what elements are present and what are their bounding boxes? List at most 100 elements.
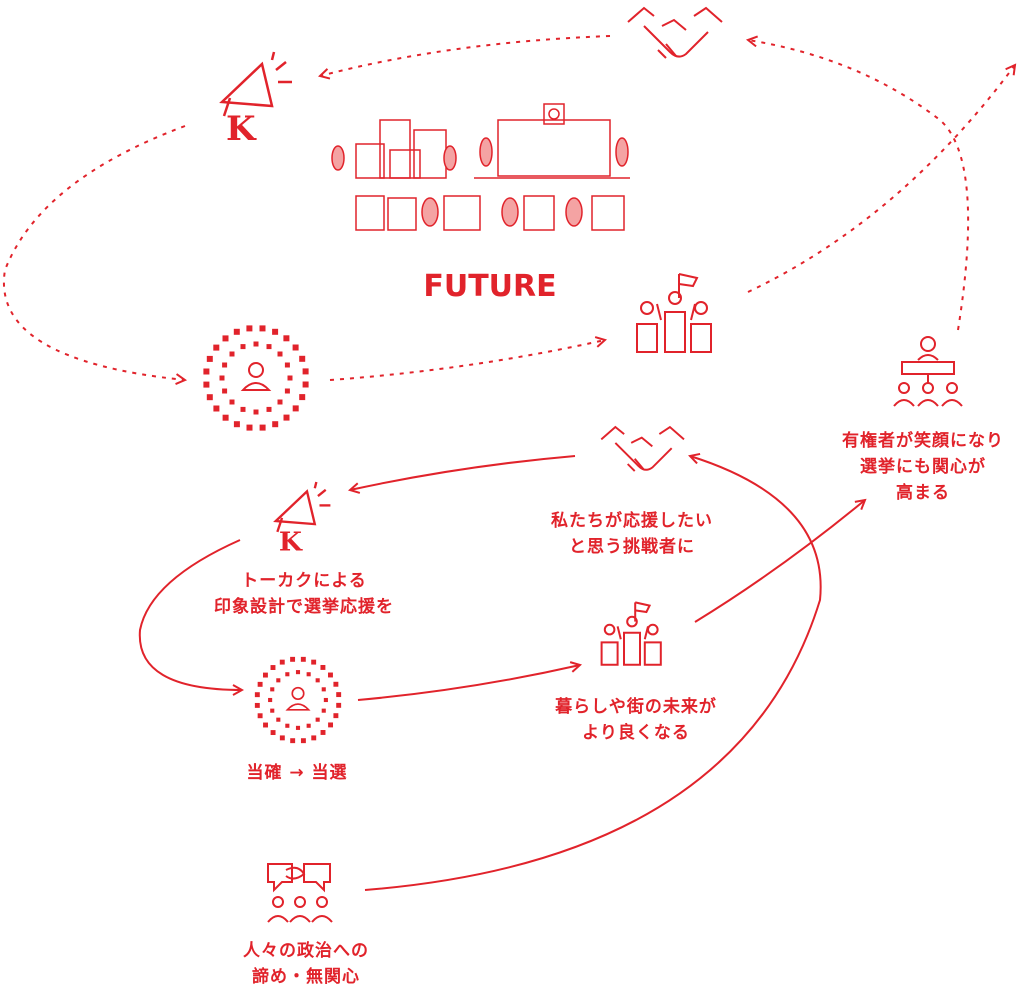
burst-dot (299, 355, 306, 362)
burst-dot (279, 735, 285, 741)
arrow-burst-to-people (357, 665, 580, 701)
burst-dot (259, 325, 266, 332)
burst-dot (336, 702, 342, 708)
burst-dot (292, 344, 299, 351)
burst-dot (257, 713, 263, 719)
burst-dot (302, 381, 309, 388)
burst-dot (222, 414, 229, 421)
burst-dot (306, 672, 311, 677)
burst-dot (246, 424, 253, 431)
burst-dot (213, 344, 220, 351)
burst-dot (315, 717, 320, 722)
burst-dot (203, 368, 210, 375)
burst-dot (266, 344, 272, 350)
burst-dot (300, 656, 306, 662)
burst-dot (276, 678, 281, 683)
burst-dot (266, 406, 272, 412)
label-toukaku-design: トーカクによる 印象設計で選挙応援を (214, 571, 394, 617)
burst-dot (270, 687, 275, 692)
burst-dot (259, 424, 266, 431)
burst-dot (284, 362, 290, 368)
burst-dot (321, 687, 326, 692)
burst-dot (315, 678, 320, 683)
burst-dot (321, 708, 326, 713)
burst-dot (240, 406, 246, 412)
burst-dot (285, 672, 290, 677)
audience-podium-icon (893, 336, 963, 407)
burst-dot (290, 738, 296, 744)
svg-text:K: K (226, 109, 257, 149)
cheering-people-icon (636, 273, 712, 353)
burst-dot (270, 708, 275, 713)
burst-dot (268, 697, 273, 703)
burst-dot (229, 399, 235, 405)
burst-dot (246, 325, 253, 332)
burst-dot (233, 328, 240, 335)
candidate-burst-icon (203, 325, 309, 431)
burst-dot (262, 672, 268, 678)
burst-dot (300, 738, 306, 744)
burst-dot (263, 722, 268, 728)
burst-dot (285, 723, 290, 728)
megaphone-icon: K (219, 51, 292, 149)
arrow-megaphone-to-burst (138, 539, 242, 690)
label-apathy: 人々の政治への 諦め・無関心 (243, 941, 369, 987)
burst-dot (279, 659, 285, 665)
arrow-future-people-to-exit (747, 65, 1015, 293)
svg-text:K: K (279, 527, 303, 558)
arrow-people-to-podium (694, 500, 865, 623)
burst-dot (311, 659, 317, 665)
burst-dot (299, 394, 306, 401)
burst-dot (328, 722, 334, 728)
burst-dot (233, 421, 240, 428)
future-label: FUTURE (423, 269, 556, 304)
arrow-future-burst-to-people (329, 340, 605, 381)
arrow-podium-to-future-handshake (748, 40, 970, 331)
burst-dot (283, 414, 290, 421)
burst-dot (257, 681, 263, 687)
burst-dot (276, 717, 281, 722)
burst-dot (283, 335, 290, 342)
megaphone-icon-small: K (273, 481, 331, 558)
burst-dot (277, 351, 283, 357)
burst-dot (320, 730, 326, 735)
burst-dot (311, 735, 317, 741)
burst-dot (323, 697, 328, 703)
arrow-future-megaphone-to-burst (2, 125, 185, 380)
speech-bubble-people-icon (267, 863, 333, 923)
burst-dot (219, 375, 225, 381)
burst-dot (253, 341, 259, 347)
burst-dot (336, 692, 342, 698)
handshake-icon (627, 6, 723, 59)
arrow-handshake-to-megaphone (350, 455, 576, 490)
handshake-icon-small (600, 425, 685, 472)
burst-dot (222, 335, 229, 342)
label-elected: 当確 → 当選 (246, 763, 348, 783)
burst-dot (295, 725, 301, 730)
burst-dot (333, 713, 339, 719)
burst-dot (222, 362, 228, 368)
burst-dot (277, 399, 283, 405)
burst-dot (287, 375, 293, 381)
burst-dot (302, 368, 309, 375)
arrow-future-handshake-to-megaphone (320, 35, 611, 76)
label-voters-smile: 有権者が笑顔になり 選挙にも関心が 高まる (842, 431, 1004, 503)
burst-dot (290, 656, 296, 662)
burst-dot (328, 672, 333, 678)
burst-dot (295, 670, 301, 675)
burst-dot (272, 421, 279, 428)
burst-dot (270, 665, 276, 670)
arrow-apathy-to-handshake (364, 456, 822, 891)
burst-dot (222, 388, 228, 394)
burst-dot (254, 692, 260, 698)
label-better-future: 暮らしや街の未来が より良くなる (555, 697, 717, 743)
cheering-people-icon-small (600, 601, 662, 666)
burst-dot (333, 681, 339, 687)
burst-dot (254, 702, 260, 708)
burst-dot (284, 388, 290, 394)
burst-dot (213, 405, 220, 412)
burst-dot (203, 381, 210, 388)
label-want-to-support: 私たちが応援したい と思う挑戦者に (551, 511, 713, 557)
burst-dot (240, 344, 246, 350)
